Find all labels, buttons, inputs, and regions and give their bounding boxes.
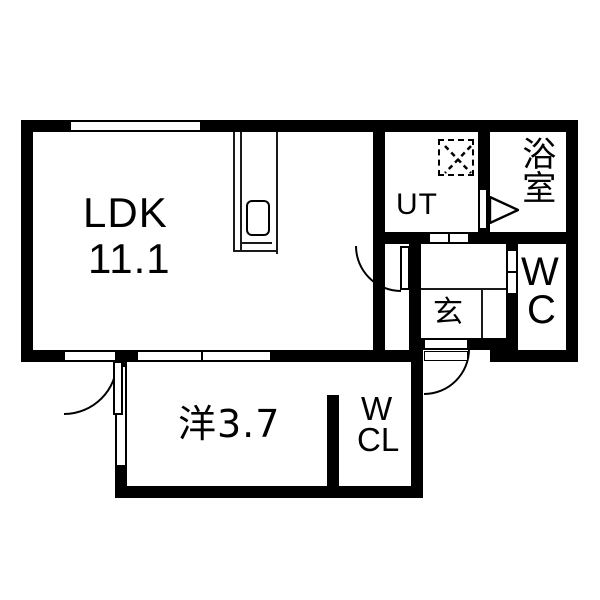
- room-genkan: [421, 290, 506, 338]
- kitchen-counter-left-inner: [240, 132, 243, 250]
- window-ldk-south-left: [64, 351, 118, 361]
- washing-machine-icon: [438, 139, 474, 176]
- kitchen-sink-icon: [246, 200, 270, 236]
- corridor-west-wall: [409, 244, 421, 292]
- label-bedroom: 洋3.7: [178, 402, 281, 446]
- door-ut-sliding-left[interactable]: [429, 233, 449, 243]
- genkan-step-divider: [481, 290, 483, 338]
- label-wc-line1: W: [521, 250, 559, 294]
- bedroom-east-wall: [411, 350, 423, 498]
- bath-south-wall: [490, 232, 578, 244]
- kitchen-counter-bottom-inner: [240, 242, 272, 245]
- wc-east-wall: [566, 244, 578, 362]
- door-ut-sliding-right[interactable]: [449, 233, 469, 243]
- corridor: [421, 244, 518, 290]
- door-corridor-panel[interactable]: [400, 246, 410, 290]
- window-ldk-north: [70, 121, 201, 131]
- door-bedroom-north-panel[interactable]: [424, 351, 468, 361]
- label-genkan: 玄: [433, 295, 463, 330]
- door-ldk-entry-panel[interactable]: [113, 361, 123, 415]
- label-wcl-line1: W: [361, 390, 393, 427]
- bath-east-wall: [566, 120, 578, 244]
- ut-north-wall: [373, 120, 578, 132]
- door-wc-panel-lower[interactable]: [507, 272, 517, 294]
- kitchen-counter-bottom: [233, 250, 278, 253]
- kitchen-counter-right: [276, 132, 279, 254]
- label-wcl-line2: CL: [357, 421, 400, 458]
- label-ldk-name: LDK: [83, 189, 168, 236]
- room-bedroom: [127, 362, 411, 486]
- room-ldk: [33, 132, 373, 350]
- bedroom-south-wall: [115, 486, 423, 498]
- kitchen-counter-left: [233, 132, 236, 252]
- room-wc: [518, 244, 566, 350]
- label-bath: 浴室: [515, 136, 556, 204]
- door-bath-panel[interactable]: [478, 188, 488, 230]
- door-wc-panel-upper[interactable]: [507, 250, 517, 272]
- window-ldk-south-right: [202, 351, 271, 361]
- door-ldk-entry-swing-arc: [64, 361, 118, 415]
- folding-door-icon: [489, 196, 519, 224]
- door-genkan-panel[interactable]: [424, 339, 468, 349]
- label-ut: UT: [396, 188, 438, 221]
- label-wc-line2: C: [527, 288, 556, 332]
- ldk-west-wall: [21, 120, 33, 362]
- corridor-floor-line: [421, 288, 518, 290]
- genkan-west-wall: [409, 290, 421, 350]
- wc-south-wall: [490, 350, 578, 362]
- window-ldk-south-mid: [137, 351, 202, 361]
- wcl-divider-wall: [327, 395, 339, 486]
- label-ldk-size: 11.1: [88, 235, 171, 282]
- room-bath: [490, 132, 566, 232]
